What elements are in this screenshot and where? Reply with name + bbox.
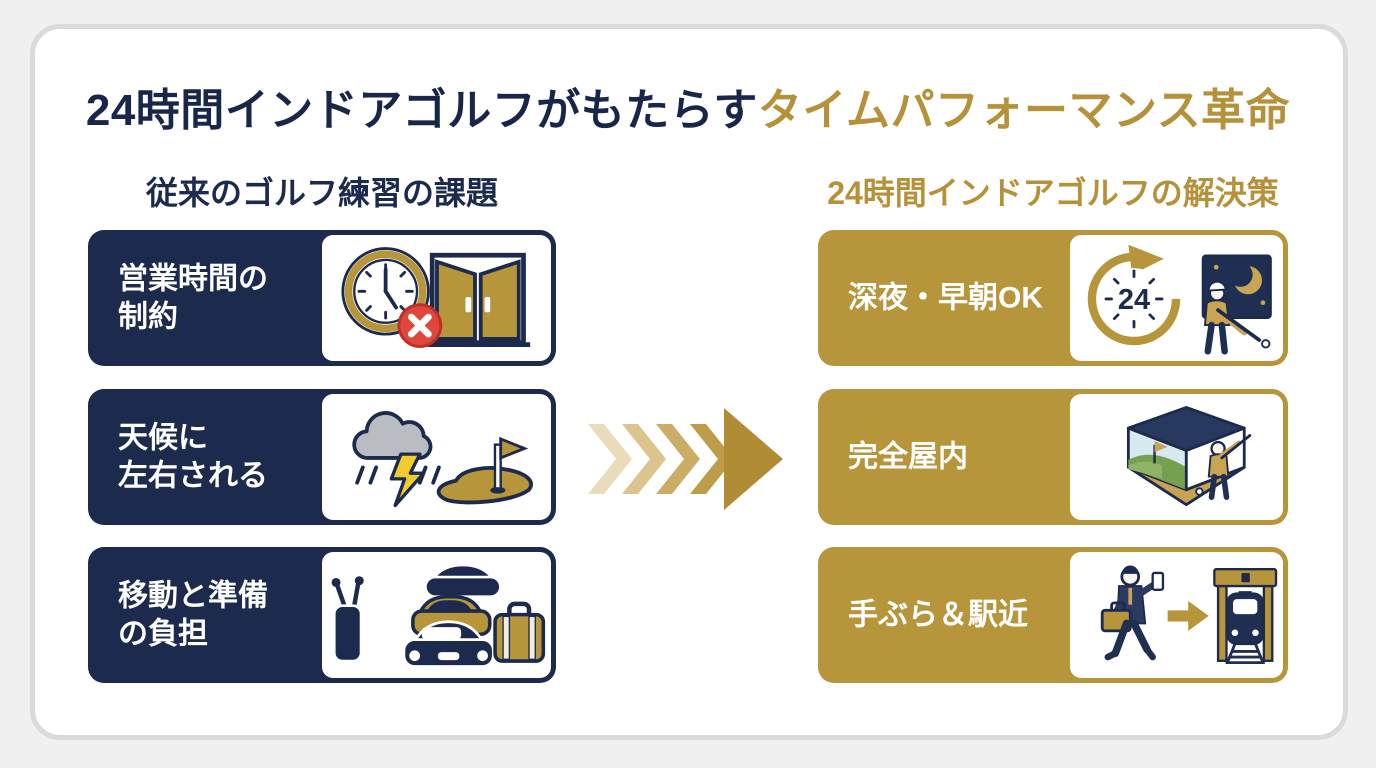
page-title: 24時間インドアゴルフがもたらすタイムパフォーマンス革命	[0, 74, 1376, 138]
traffic-golfbag-suitcase-icon	[322, 552, 551, 678]
clock-closed-doors-icon	[322, 235, 551, 361]
problem-card-business-hours: 営業時間の 制約	[88, 230, 556, 366]
problem-card-travel-burden: 移動と準備 の負担	[88, 547, 556, 683]
card-label: 完全屋内	[848, 440, 968, 474]
card-label: 営業時間の 制約	[118, 262, 268, 334]
card-label: 移動と準備 の負担	[118, 579, 268, 651]
title-gold-part: タイムパフォーマンス革命	[757, 86, 1291, 135]
walk-to-station-icon	[1070, 552, 1283, 678]
card-label: 深夜・早朝OK	[848, 281, 1043, 315]
solution-card-hands-free-station: 手ぶら＆駅近	[818, 547, 1288, 683]
svg-text:24: 24	[1118, 284, 1150, 316]
flow-arrow	[588, 408, 783, 510]
solution-card-late-night: 深夜・早朝OK 24	[818, 230, 1288, 366]
solution-card-fully-indoor: 完全屋内	[818, 389, 1288, 525]
card-label: 天候に 左右される	[118, 421, 268, 493]
problem-card-weather: 天候に 左右される	[88, 389, 556, 525]
storm-cloud-golf-course-icon	[322, 394, 551, 520]
problems-column-header: 従来のゴルフ練習の課題	[145, 175, 498, 211]
24h-clock-night-golfer-icon: 24	[1070, 235, 1283, 361]
indoor-golf-simulator-icon	[1070, 394, 1283, 520]
solutions-column-header: 24時間インドアゴルフの解決策	[827, 175, 1279, 211]
card-label: 手ぶら＆駅近	[848, 598, 1028, 632]
title-navy-part: 24時間インドアゴルフがもたらす	[85, 86, 758, 135]
